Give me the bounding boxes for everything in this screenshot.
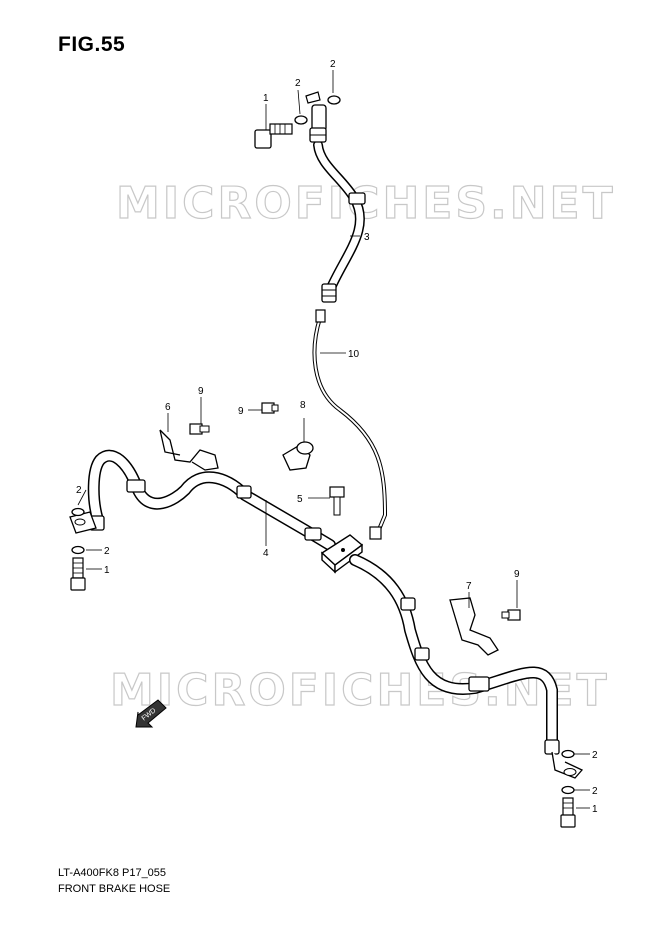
- callout-4-lower-hose: 4: [263, 548, 269, 559]
- bolt-9-right: [501, 609, 521, 621]
- hose-clamp-8: [282, 441, 314, 471]
- bolt-9-middle: [261, 402, 279, 414]
- footer-model-code: LT-A400FK8 P17_055: [58, 867, 167, 879]
- washer-left-a: [71, 507, 85, 517]
- callout-2-left-washer-b: 2: [104, 546, 110, 557]
- hose-bracket-6: [159, 429, 219, 471]
- callout-7-bracket: 7: [466, 581, 472, 592]
- lower-brake-hose-4: [87, 449, 336, 551]
- callout-1-right-bolt: 1: [592, 804, 598, 815]
- washer-top-b: [327, 95, 341, 105]
- callout-6-bracket: 6: [165, 402, 171, 413]
- callout-3-upper-hose: 3: [364, 232, 370, 243]
- callout-9-bolt-right: 9: [514, 569, 520, 580]
- washer-right-b: [561, 785, 575, 795]
- banjo-fitting-right: [551, 751, 584, 779]
- bolt-9-left: [189, 423, 210, 435]
- washer-left-b: [71, 545, 85, 555]
- forward-arrow-icon: FWD: [135, 699, 167, 728]
- union-bolt-top-1: [254, 123, 293, 149]
- washer-right-a: [561, 749, 575, 759]
- callout-10-brake-pipe: 10: [348, 349, 360, 360]
- upper-brake-hose-3: [313, 140, 366, 303]
- callout-2-left-washer-a: 2: [76, 485, 82, 496]
- callout-2-right-washer-b: 2: [592, 786, 598, 797]
- brake-pipe-10: [312, 309, 388, 540]
- bolt-5: [329, 486, 345, 516]
- union-bolt-left-1: [70, 557, 86, 591]
- callout-5-bolt: 5: [297, 494, 303, 505]
- hose-bracket-7: [449, 597, 499, 656]
- figure-title: FIG.55: [58, 33, 126, 56]
- callout-2-top-washer-a: 2: [295, 78, 301, 89]
- union-bolt-right-1: [560, 797, 576, 828]
- footer-section-name: FRONT BRAKE HOSE: [58, 883, 171, 895]
- callout-8-clamp: 8: [300, 400, 306, 411]
- banjo-fitting-top: [305, 91, 327, 143]
- callout-2-right-washer-a: 2: [592, 750, 598, 761]
- washer-top-a: [294, 115, 308, 125]
- callout-1-top-bolt: 1: [263, 93, 269, 104]
- callout-1-left-bolt: 1: [104, 565, 110, 576]
- callout-9-bolt-left: 9: [198, 386, 204, 397]
- leader-lines: [77, 70, 590, 809]
- lower-brake-hose-right: [349, 554, 560, 755]
- three-way-joint: [320, 534, 364, 574]
- callout-2-top-washer-b: 2: [330, 59, 336, 70]
- callout-9-bolt-middle: 9: [238, 406, 244, 417]
